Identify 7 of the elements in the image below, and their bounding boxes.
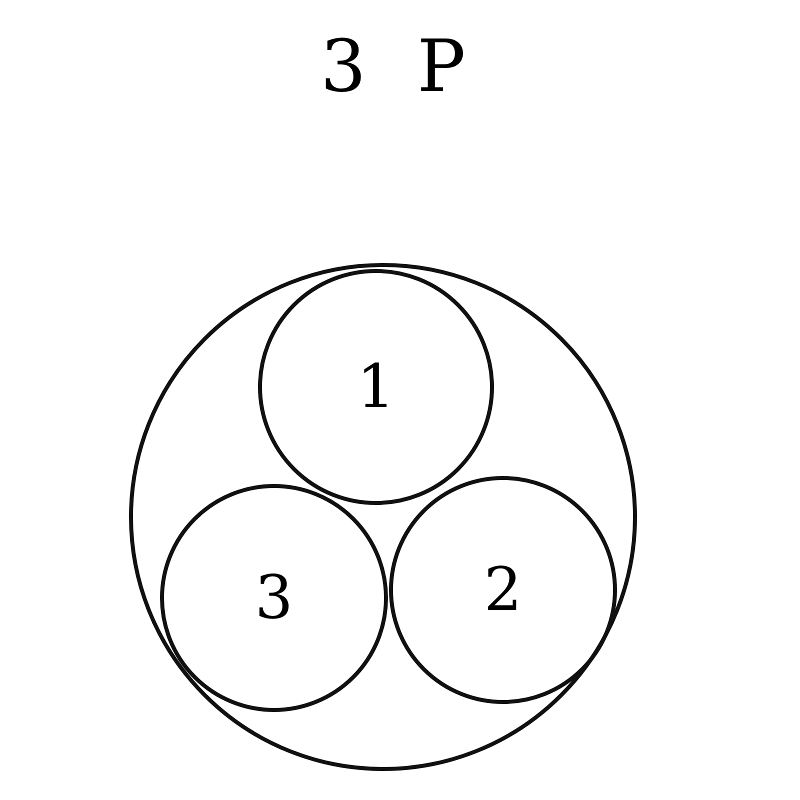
conductor-number: 2 — [484, 560, 522, 620]
conductor-number: 3 — [254, 568, 294, 628]
conductor-circle — [389, 476, 617, 704]
diagram-title: 3 P — [319, 30, 481, 102]
conductor-circle — [258, 269, 494, 505]
conductor-circle — [160, 484, 388, 712]
conductor-number: 1 — [356, 357, 396, 417]
